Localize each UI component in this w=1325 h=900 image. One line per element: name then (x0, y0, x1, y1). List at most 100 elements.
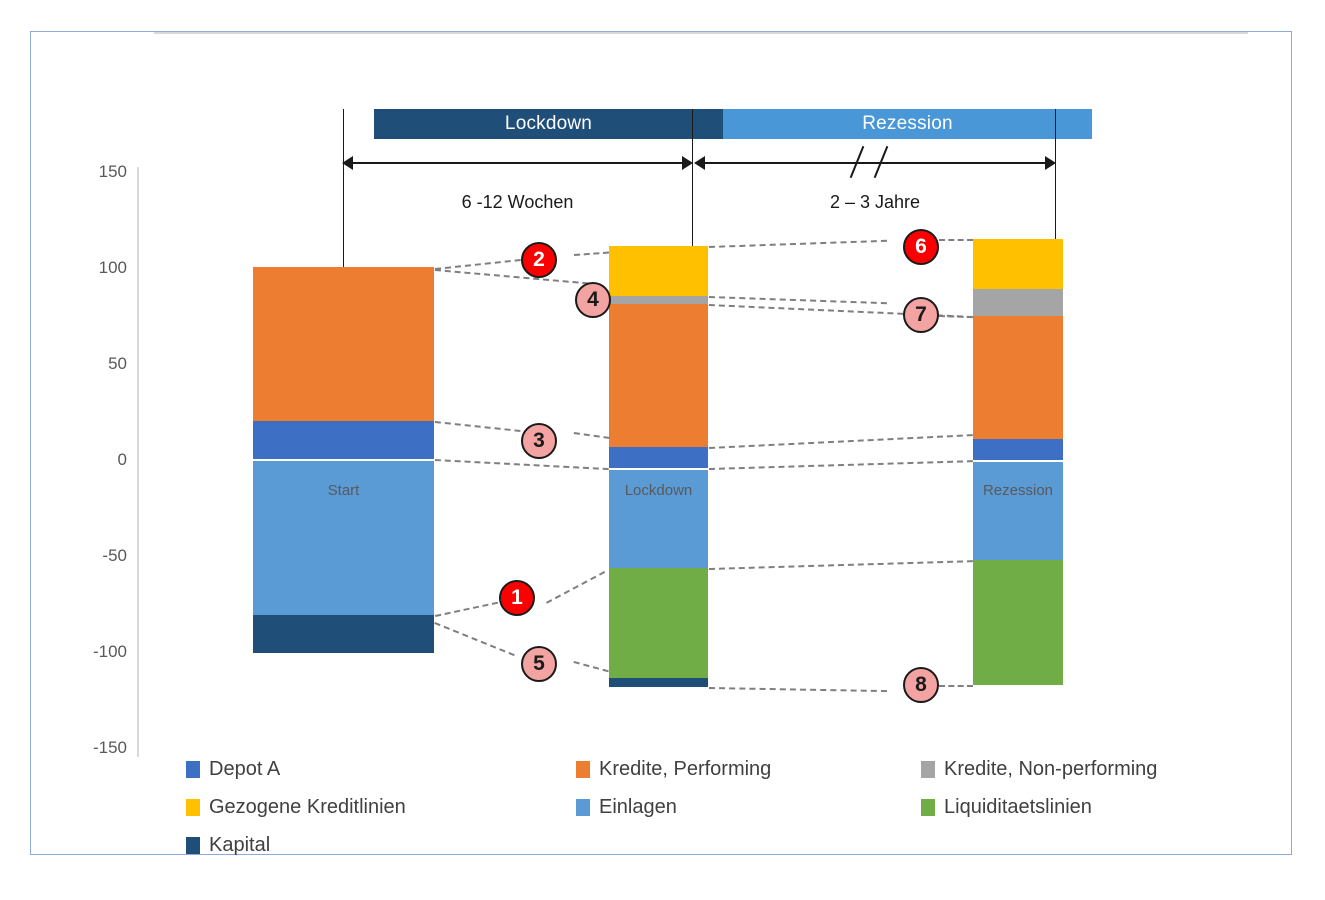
bar-lockdown-inner-label: Lockdown (624, 482, 693, 499)
legend-item-kapital[interactable]: Kapital (186, 826, 576, 864)
legend-label-kredite-non-performing: Kredite, Non-performing (944, 757, 1158, 780)
bar-lockdown-seg-kredite-performing (609, 304, 708, 447)
legend-row-1: Depot A Kredite, Performing Kredite, Non… (186, 750, 1276, 788)
legend-swatch-einlagen (576, 798, 590, 816)
plot-area: 150 100 50 0 -50 -100 -150 Start (31, 32, 1293, 856)
bar-start-seg-kredite-performing (253, 267, 434, 421)
arrowhead-rezession-right (1045, 156, 1056, 170)
zero-baseline (154, 32, 1248, 34)
arrowhead-lockdown-right (682, 156, 693, 170)
y-tick-150: 150 (98, 162, 127, 181)
bar-rezession-seg-gezogene-kreditlinien (973, 239, 1063, 289)
duration-label-lockdown-text: 6 -12 Wochen (461, 192, 574, 212)
callout-2[interactable]: 2 (521, 242, 557, 278)
guide-line-start (343, 109, 344, 274)
legend-swatch-depot-a (186, 760, 200, 778)
bar-lockdown-seg-kapital (609, 678, 708, 687)
bar-start-seg-einlagen (253, 461, 434, 615)
y-axis-line (137, 167, 139, 757)
legend-item-einlagen[interactable]: Einlagen (576, 788, 921, 826)
bar-lockdown: Lockdown (609, 32, 708, 856)
bar-start: Start (253, 32, 434, 856)
callout-7-label: 7 (915, 303, 927, 326)
legend-swatch-gezogene-kreditlinien (186, 798, 200, 816)
duration-arrow-rezession (705, 162, 1045, 164)
bar-rezession-seg-einlagen (973, 462, 1063, 560)
bar-lockdown-seg-kredite-non-performing (609, 296, 708, 304)
callout-5[interactable]: 5 (521, 646, 557, 682)
y-tick-100: 100 (98, 258, 127, 277)
y-tick-50: 50 (108, 354, 127, 373)
bar-lockdown-seg-liquiditaetslinien (609, 568, 708, 678)
connector-1a (435, 601, 499, 617)
bar-start-inner-label: Start (327, 482, 360, 499)
bar-start-seg-depot-a (253, 421, 434, 459)
callout-3[interactable]: 3 (521, 423, 557, 459)
y-tick-0: 0 (117, 450, 127, 469)
bar-lockdown-seg-gezogene-kreditlinien (609, 246, 708, 296)
phase-banner-rezession: Rezession (723, 109, 1092, 139)
legend-row-3: Kapital (186, 826, 1276, 864)
connector-6a (709, 239, 887, 248)
duration-label-lockdown: 6 -12 Wochen (353, 192, 682, 213)
bar-rezession-seg-liquiditaetslinien (973, 560, 1063, 685)
chart-legend: Depot A Kredite, Performing Kredite, Non… (186, 750, 1276, 864)
callout-7[interactable]: 7 (903, 297, 939, 333)
connector-5b (573, 661, 609, 673)
legend-label-depot-a: Depot A (209, 757, 281, 780)
connector-2a (435, 259, 521, 270)
legend-item-depot-a[interactable]: Depot A (186, 750, 576, 788)
connector-zero-start-lockdown (434, 459, 609, 471)
connector-3b (573, 432, 610, 439)
connector-1b (546, 571, 606, 604)
bar-rezession-seg-kredite-non-performing (973, 289, 1063, 316)
legend-label-kredite-performing: Kredite, Performing (599, 757, 772, 780)
bar-start-seg-kapital (253, 615, 434, 653)
legend-item-kredite-performing[interactable]: Kredite, Performing (576, 750, 921, 788)
legend-label-einlagen: Einlagen (599, 795, 677, 818)
callout-8-label: 8 (915, 673, 927, 696)
connector-4a (434, 269, 589, 285)
y-tick-neg50: -50 (102, 546, 127, 565)
legend-item-gezogene-kreditlinien[interactable]: Gezogene Kreditlinien (186, 788, 576, 826)
phase-banner-lockdown: Lockdown (374, 109, 723, 139)
legend-item-kredite-non-performing[interactable]: Kredite, Non-performing (921, 750, 1157, 788)
legend-label-gezogene-kreditlinien: Gezogene Kreditlinien (209, 795, 406, 818)
connector-2b (574, 251, 610, 256)
callout-6[interactable]: 6 (903, 229, 939, 265)
y-tick-neg100: -100 (92, 642, 127, 661)
legend-label-liquiditaetslinien: Liquiditaetslinien (944, 795, 1092, 818)
callout-6-label: 6 (915, 235, 927, 258)
connector-8a (708, 687, 887, 693)
connector-mid-depot-top (709, 434, 973, 449)
connector-6b (939, 239, 973, 241)
legend-item-liquiditaetslinien[interactable]: Liquiditaetslinien (921, 788, 1092, 826)
callout-5-label: 5 (533, 652, 545, 675)
legend-row-2: Gezogene Kreditlinien Einlagen Liquidita… (186, 788, 1276, 826)
bar-rezession-inner-label: Rezession (982, 482, 1054, 499)
callout-2-label: 2 (533, 248, 545, 271)
legend-swatch-kredite-performing (576, 760, 590, 778)
callout-4[interactable]: 4 (575, 282, 611, 318)
guide-line-lockdown (692, 109, 693, 286)
bar-rezession-seg-kredite-performing (973, 316, 1063, 439)
callout-3-label: 3 (533, 429, 545, 452)
y-tick-neg150: -150 (92, 738, 127, 757)
phase-banner-rezession-label: Rezession (862, 113, 953, 134)
legend-swatch-kapital (186, 836, 200, 854)
slide-frame: Lockdown Rezession 6 -12 Wochen 2 – 3 Ja… (30, 31, 1293, 856)
connector-7a (708, 296, 887, 305)
bar-rezession-seg-depot-a (973, 439, 1063, 460)
duration-arrow-lockdown (353, 162, 682, 164)
bar-lockdown-seg-depot-a (609, 447, 708, 468)
connector-3a (434, 421, 521, 432)
callout-8[interactable]: 8 (903, 667, 939, 703)
arrowhead-lockdown-left (342, 156, 353, 170)
legend-label-kapital: Kapital (209, 833, 271, 856)
connector-5a (434, 622, 515, 657)
callout-4-label: 4 (587, 288, 599, 311)
callout-1[interactable]: 1 (499, 580, 535, 616)
bar-lockdown-seg-einlagen (609, 470, 708, 568)
connector-mid-depot-bottom (709, 460, 973, 470)
